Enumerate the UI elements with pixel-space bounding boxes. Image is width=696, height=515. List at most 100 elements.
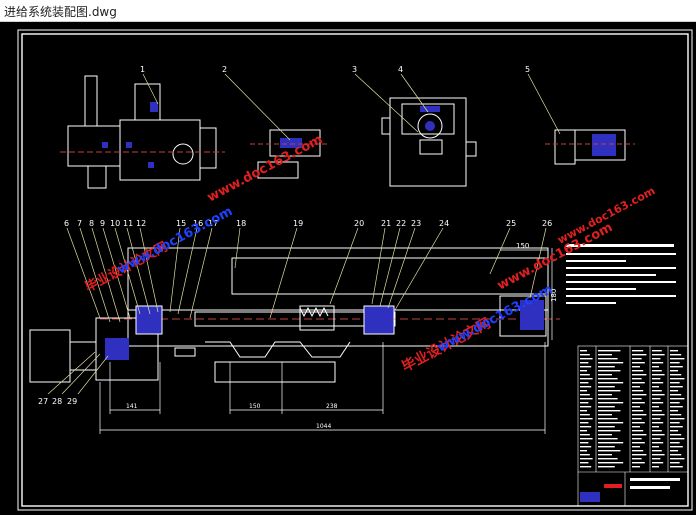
balloon-4: 4	[398, 65, 403, 74]
balloon-25: 25	[506, 219, 516, 228]
parts-list-cell	[598, 426, 615, 428]
drawing-inner-border	[21, 33, 689, 507]
balloon-16: 16	[193, 219, 203, 228]
parts-list-cell	[580, 458, 593, 460]
parts-list-cell	[580, 446, 592, 448]
parts-list-cell	[652, 406, 659, 408]
balloon-22: 22	[396, 219, 406, 228]
parts-list-cell	[598, 442, 624, 444]
parts-list-cell	[598, 370, 621, 372]
parts-list-cell	[580, 402, 589, 404]
watermark-group-2: www.doc163.com	[205, 132, 325, 205]
dim-141: 141	[126, 403, 138, 410]
parts-list-cell	[670, 454, 682, 456]
parts-list-cell	[580, 410, 587, 412]
parts-list-cell	[598, 422, 624, 424]
parts-list-cell	[632, 438, 642, 440]
parts-list-cell	[632, 446, 640, 448]
balloon-27: 27	[38, 397, 48, 406]
dimension-lines	[99, 248, 553, 434]
parts-list-cell	[598, 434, 612, 436]
parts-list-cell	[632, 466, 640, 468]
parts-list-cell	[670, 450, 678, 452]
dim-150: 150	[249, 403, 261, 410]
dim-180: 180	[550, 289, 558, 302]
parts-list-cell	[632, 434, 647, 436]
parts-list-cell	[670, 362, 680, 364]
balloon-8: 8	[89, 219, 94, 228]
parts-list-cell	[652, 446, 659, 448]
parts-list-cell	[580, 422, 589, 424]
parts-list-cell	[652, 386, 659, 388]
parts-list-cell	[580, 350, 587, 352]
parts-list-cell	[632, 350, 644, 352]
drawing-outer-border	[17, 29, 693, 511]
parts-list-cell	[670, 458, 685, 460]
parts-list-cell	[580, 450, 587, 452]
balloon-17: 17	[208, 219, 218, 228]
parts-list-cell	[598, 430, 621, 432]
parts-list-cell	[632, 454, 647, 456]
parts-list-cell	[670, 366, 683, 368]
balloon-29: 29	[67, 397, 77, 406]
parts-list-cell	[652, 350, 662, 352]
parts-list-cell	[598, 354, 612, 356]
parts-list-cell	[632, 394, 647, 396]
window-titlebar: 进给系统装配图.dwg	[0, 0, 696, 22]
balloon-26: 26	[542, 219, 552, 228]
parts-list-cell	[652, 378, 661, 380]
window-title: 进给系统装配图.dwg	[4, 5, 117, 19]
parts-list-cell	[652, 354, 665, 356]
dimension-text: 141 150 238 1044 150 180	[126, 242, 558, 430]
parts-list-cell	[632, 386, 640, 388]
parts-list-cell	[632, 430, 644, 432]
parts-list-cell	[632, 358, 642, 360]
parts-list-cell	[580, 406, 592, 408]
parts-list-cell	[632, 418, 642, 420]
parts-list-cell	[632, 370, 644, 372]
parts-list-cell	[580, 390, 587, 392]
parts-list-cell	[632, 422, 645, 424]
parts-list-cell	[598, 410, 621, 412]
parts-list-cell	[598, 402, 624, 404]
main-leaders	[47, 227, 547, 395]
parts-list-cell	[670, 386, 683, 388]
balloon-28: 28	[52, 397, 62, 406]
drawing-svg: 1 2 3 4 5	[17, 29, 693, 511]
parts-list-cell	[632, 362, 645, 364]
parts-list-cell	[580, 418, 593, 420]
parts-list-cell	[670, 434, 682, 436]
main-balloons: 6 7 8 9 10 11 12 15 16 17 18 19 20 21 22…	[38, 219, 552, 406]
parts-list-cell	[580, 398, 593, 400]
balloon-20: 20	[354, 219, 364, 228]
parts-list-cell	[632, 382, 645, 384]
parts-list-cell	[670, 406, 683, 408]
parts-list-cell	[598, 358, 618, 360]
parts-list-cell	[652, 430, 662, 432]
balloon-2: 2	[222, 65, 227, 74]
watermark-site-2: www.doc163.com	[205, 132, 325, 205]
main-assembly	[29, 247, 560, 383]
dim-total: 1044	[316, 423, 331, 430]
parts-list-cell	[670, 414, 682, 416]
parts-list-cell	[598, 458, 618, 460]
parts-list-cell	[652, 366, 659, 368]
parts-list-cell	[652, 410, 662, 412]
parts-list-cell	[598, 450, 621, 452]
top-leaders	[142, 73, 561, 141]
parts-list-cell	[598, 446, 615, 448]
cad-canvas[interactable]: 1 2 3 4 5	[0, 22, 696, 515]
parts-list-cell	[632, 390, 644, 392]
parts-list-cell	[632, 378, 642, 380]
parts-list-cell	[652, 458, 661, 460]
parts-list-cell	[632, 354, 647, 356]
parts-list-cell	[670, 418, 685, 420]
title-block-accent	[580, 478, 680, 502]
dim-150-right: 150	[516, 242, 529, 250]
parts-list-cell	[652, 358, 661, 360]
parts-list-cell	[632, 402, 645, 404]
parts-list-cell	[632, 366, 640, 368]
parts-list-cell	[670, 374, 682, 376]
parts-list-cell	[652, 462, 664, 464]
parts-list-cell	[670, 442, 680, 444]
